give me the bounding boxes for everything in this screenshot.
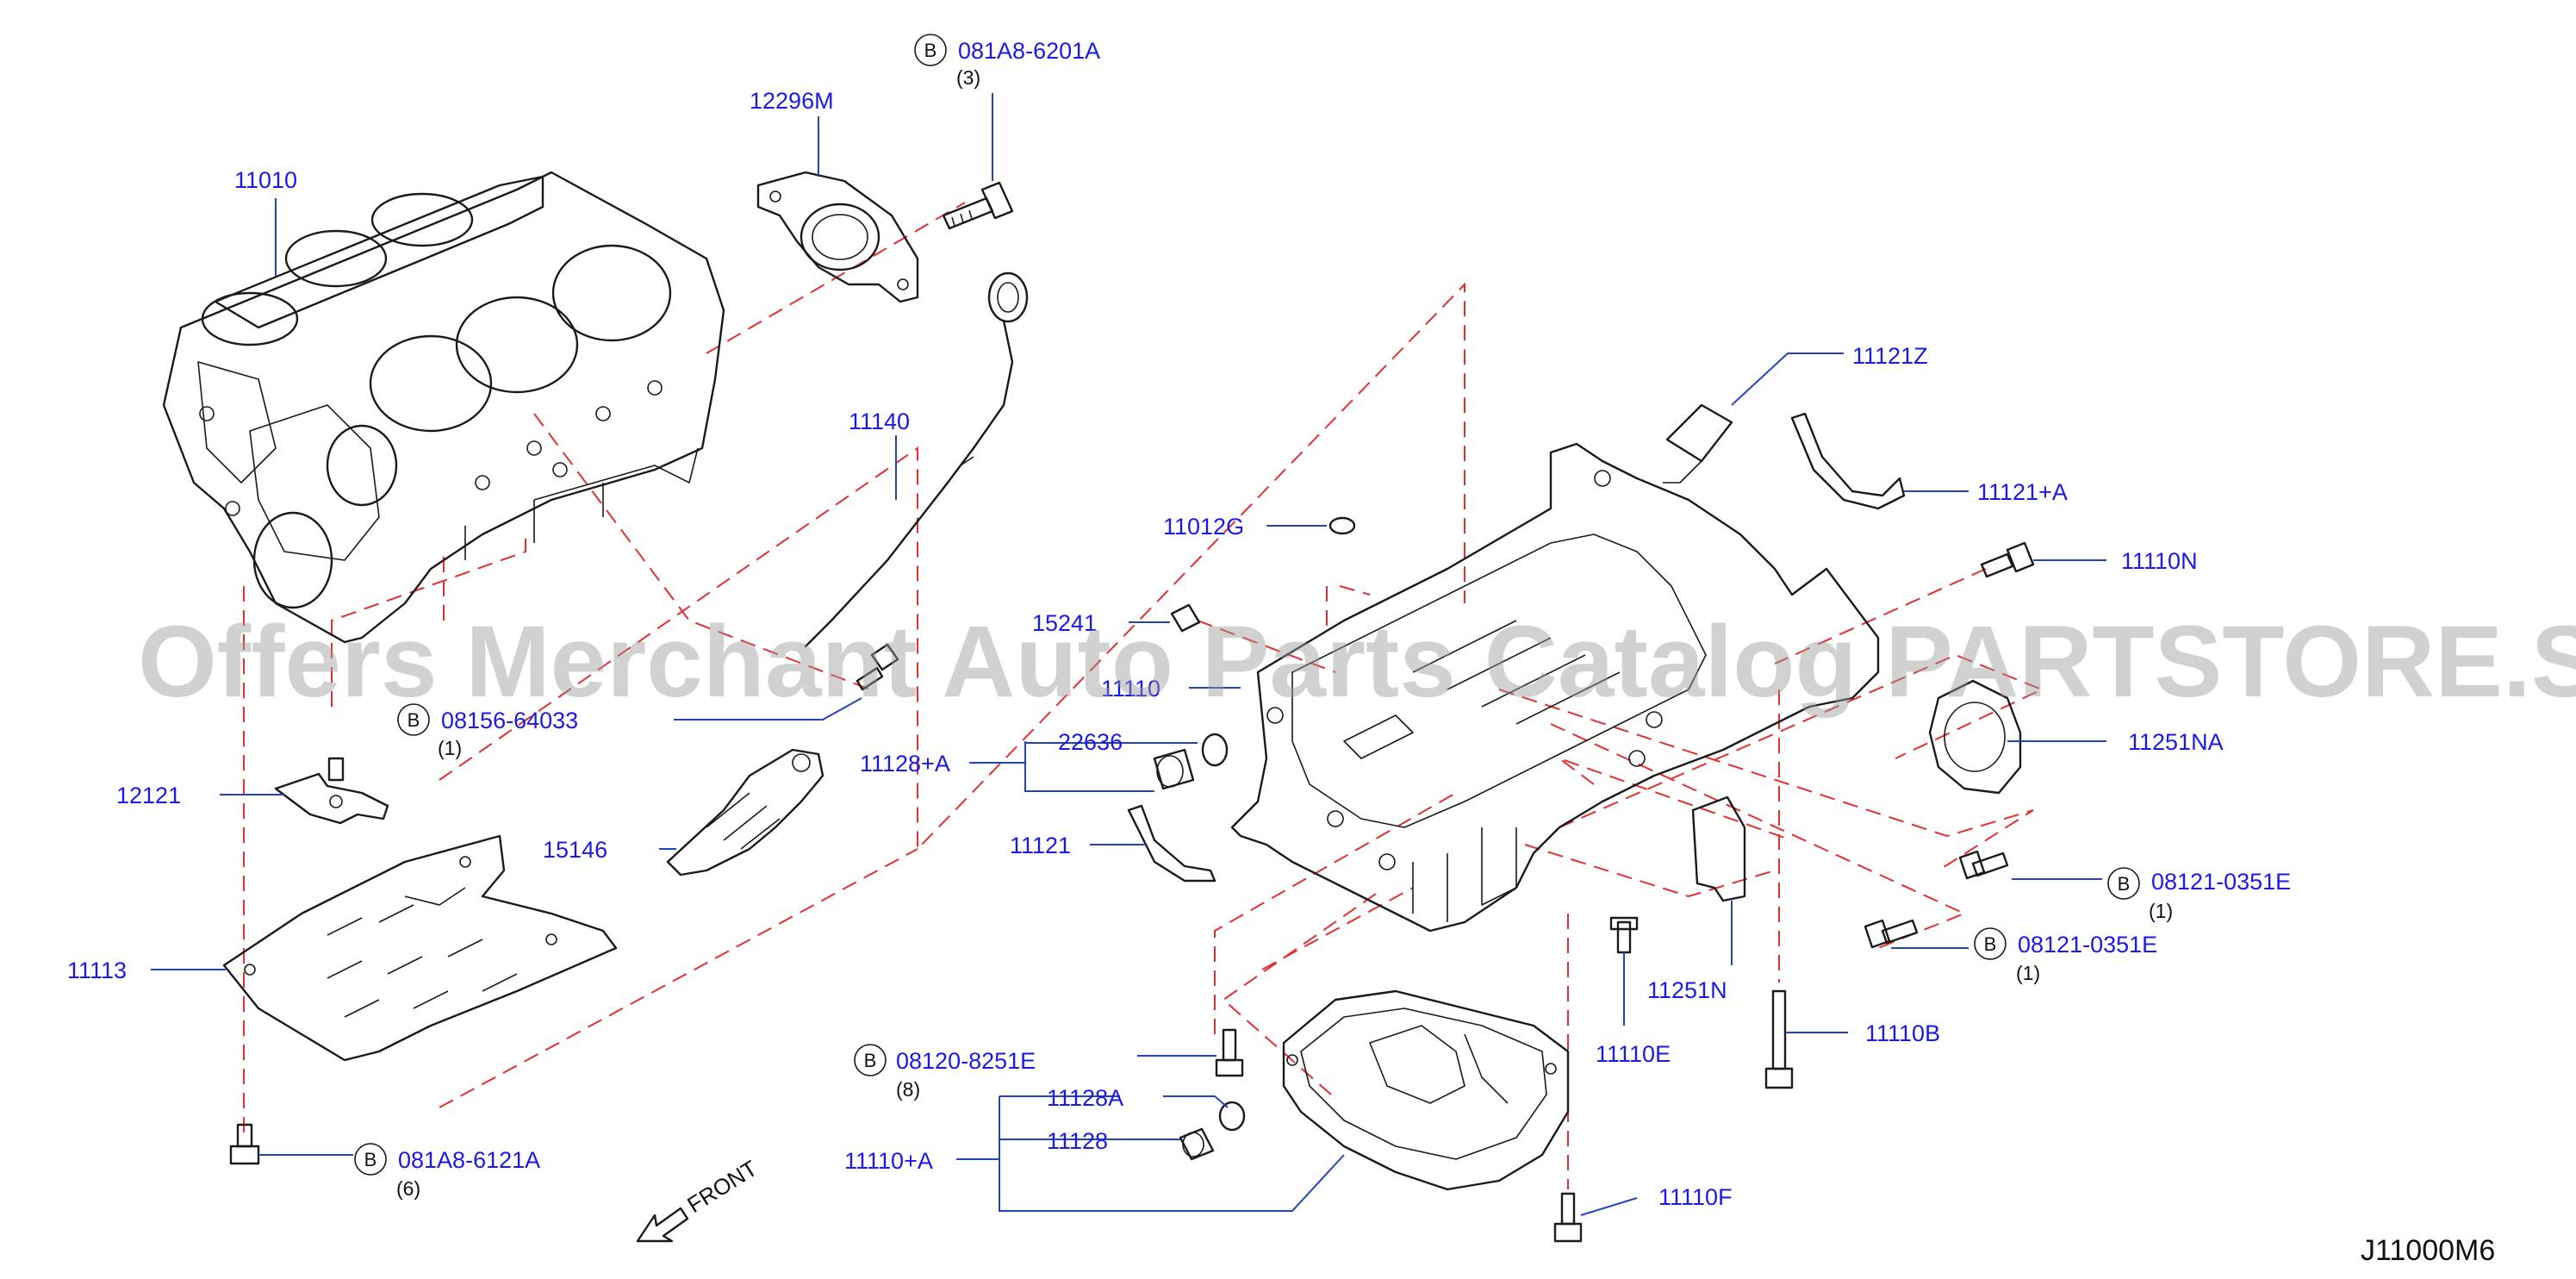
label-12121[interactable]: 12121 xyxy=(116,783,181,808)
bracket-15146-illustration xyxy=(666,748,824,877)
leader-11128A-plus xyxy=(969,741,1154,792)
label-081A8-6121A[interactable]: 081A8-6121A xyxy=(398,1147,540,1173)
label-11128A-plus[interactable]: 11128+A xyxy=(860,751,950,777)
svg-text:B: B xyxy=(924,40,937,61)
sensor-11121Z-illustration xyxy=(1663,403,1733,484)
label-11113[interactable]: 11113 xyxy=(67,958,127,983)
label-15146[interactable]: 15146 xyxy=(543,837,607,863)
bolt-11110N-illustration xyxy=(1980,541,2035,578)
label-08121-0351E-upper[interactable]: 08121-0351E xyxy=(2151,869,2291,895)
upper-oil-pan-illustration xyxy=(1230,442,1880,933)
cylinder-block-illustration xyxy=(162,171,725,644)
qty-08121-0351E-lower: (1) xyxy=(2016,962,2040,984)
label-11110B[interactable]: 11110B xyxy=(1865,1020,1940,1046)
leader-11110A-plus xyxy=(956,1095,1345,1212)
bolt-081A8-6201A-illustration xyxy=(942,181,1014,230)
seal-11121A-illustration xyxy=(1790,412,1906,510)
washer-22636-illustration xyxy=(1201,733,1229,767)
drain-plug-11128-illustration xyxy=(1179,1127,1215,1161)
label-081A8-6201A[interactable]: 081A8-6201A xyxy=(958,38,1100,64)
label-11128[interactable]: 11128 xyxy=(1047,1128,1108,1154)
label-15241[interactable]: 15241 xyxy=(1032,610,1097,636)
baffle-plate-illustration xyxy=(222,834,618,1062)
leader-08156-64033 xyxy=(674,697,862,721)
leader-11121Z xyxy=(1731,353,1844,406)
bolt-marker-081A8-6121A: B xyxy=(354,1143,387,1176)
label-11110E[interactable]: 11110E xyxy=(1596,1041,1671,1067)
plug-15241-illustration xyxy=(1170,603,1201,633)
bolt-08156-64033-illustration xyxy=(856,643,899,691)
plug-11012G-illustration xyxy=(1328,516,1356,535)
rear-seal-retainer-illustration xyxy=(756,171,919,303)
front-arrow-icon xyxy=(636,1207,689,1243)
qty-081A8-6201A: (3) xyxy=(956,66,980,89)
label-12296M[interactable]: 12296M xyxy=(750,88,834,114)
bolt-08121-0351E-upper-illustration xyxy=(1958,850,2009,880)
lower-oil-pan-illustration xyxy=(1282,989,1570,1191)
washer-11128A-illustration xyxy=(1218,1101,1246,1132)
leader-11110F xyxy=(1580,1197,1638,1216)
leader-11128A xyxy=(1163,1095,1229,1108)
svg-text:B: B xyxy=(864,1050,877,1071)
label-11121Z[interactable]: 11121Z xyxy=(1852,343,1928,369)
front-label: FRONT xyxy=(682,1155,762,1218)
qty-081A8-6121A: (6) xyxy=(396,1177,420,1200)
label-11121[interactable]: 11121 xyxy=(1010,833,1071,858)
svg-text:B: B xyxy=(408,709,420,731)
diagram-code: J11000M6 xyxy=(2361,1234,2495,1267)
label-08121-0351E-lower[interactable]: 08121-0351E xyxy=(2018,932,2157,958)
bolt-marker-081A8-6201A: B xyxy=(914,34,947,66)
label-11010[interactable]: 11010 xyxy=(234,167,297,193)
bolt-marker-08121-0351E-lower: B xyxy=(1974,927,2007,960)
bracket-12121-illustration xyxy=(274,757,389,825)
bolt-11110B-illustration xyxy=(1764,989,1794,1089)
label-11251NA[interactable]: 11251NA xyxy=(2128,729,2224,755)
label-11121A[interactable]: 11121+A xyxy=(1977,479,2068,505)
drain-plug-11128A-upper-illustration xyxy=(1153,748,1195,790)
bolt-11110E-illustration xyxy=(1609,916,1639,954)
gasket-11251NA-illustration xyxy=(1928,679,2022,795)
label-11110N[interactable]: 11110N xyxy=(2121,548,2198,574)
gasket-11251N-illustration xyxy=(1691,795,1746,902)
label-22636[interactable]: 22636 xyxy=(1058,729,1123,755)
oil-level-gauge-illustration xyxy=(804,271,1029,648)
bolt-marker-08156-64033: B xyxy=(397,703,430,736)
label-11251N[interactable]: 11251N xyxy=(1647,977,1727,1003)
bolt-08120-8251E-illustration xyxy=(1215,1028,1244,1077)
qty-08120-8251E: (8) xyxy=(896,1078,920,1101)
assembly-dash-lines xyxy=(243,202,2044,1189)
svg-text:B: B xyxy=(2118,873,2131,895)
bolt-marker-08120-8251E: B xyxy=(854,1044,887,1076)
label-08120-8251E[interactable]: 08120-8251E xyxy=(896,1048,1036,1074)
label-11140[interactable]: 11140 xyxy=(849,409,910,434)
qty-08121-0351E-upper: (1) xyxy=(2149,900,2173,922)
qty-08156-64033: (1) xyxy=(438,737,462,759)
seal-11121-illustration xyxy=(1127,804,1216,883)
label-11110F[interactable]: 11110F xyxy=(1658,1184,1733,1210)
bolt-08121-0351E-lower-illustration xyxy=(1864,919,1919,949)
label-11128A[interactable]: 11128A xyxy=(1047,1085,1123,1111)
svg-text:B: B xyxy=(364,1149,377,1170)
label-11012G[interactable]: 11012G xyxy=(1163,514,1244,540)
label-11110A-plus[interactable]: 11110+A xyxy=(844,1148,933,1174)
label-08156-64033[interactable]: 08156-64033 xyxy=(441,708,578,733)
svg-text:B: B xyxy=(1984,933,1997,955)
bolt-11110F-illustration xyxy=(1553,1192,1583,1243)
bolt-081A8-6121A-illustration xyxy=(229,1123,260,1165)
label-11110[interactable]: 11110 xyxy=(1101,676,1160,702)
bolt-marker-08121-0351E-upper: B xyxy=(2107,867,2140,900)
watermark: Offers Merchant Auto Parts Catalog PARTS… xyxy=(138,605,2576,719)
